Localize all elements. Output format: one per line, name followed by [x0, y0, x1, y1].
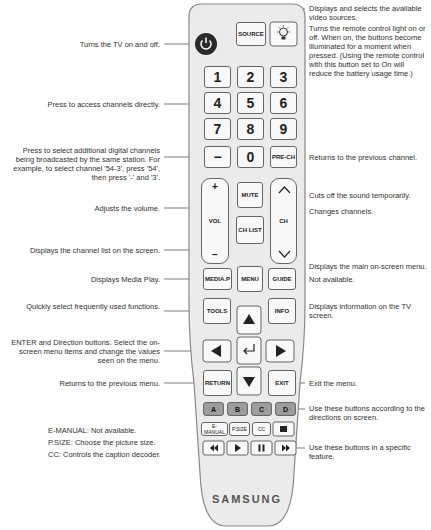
remote-button: 1	[204, 66, 231, 88]
callout-text: Displays information on the TV screen.	[309, 302, 428, 320]
remote-button: D	[275, 402, 296, 416]
remote-button: 7	[204, 118, 231, 140]
button-label: 2	[247, 69, 255, 85]
button-label: 8	[247, 121, 255, 137]
remote-button: 6	[270, 92, 297, 114]
button-label: E-MANUAL	[202, 423, 227, 435]
callout-text: Displays and selects the available video…	[309, 4, 428, 22]
callout-text: Quickly select frequently used functions…	[5, 302, 160, 311]
brand-name: SAMSUNG	[188, 493, 306, 505]
remote-button: CC	[252, 422, 271, 436]
remote-button: 3	[270, 66, 297, 88]
button-label: CH	[279, 218, 288, 225]
button-label: C	[259, 406, 264, 413]
remote-button: GUIDE	[268, 268, 296, 290]
callout-text: Returns to the previous menu.	[5, 379, 160, 388]
button-label: −	[212, 250, 218, 260]
remote-button: 8	[237, 118, 264, 140]
remote-button: CH LIST	[236, 216, 263, 244]
remote-button: MENU	[237, 266, 263, 292]
remote-button: + VOL −	[201, 178, 229, 264]
callout-text: P.SIZE: Choose the picture size.	[48, 438, 196, 447]
callout-text: Exit the menu.	[309, 379, 428, 388]
button-label: CC	[258, 426, 265, 432]
remote-button: RETURN	[203, 370, 232, 396]
remote-button: −	[204, 146, 231, 168]
button-label: D	[283, 406, 288, 413]
button-label: B	[235, 406, 240, 413]
callout-text: Turns the remote control light on or off…	[309, 24, 428, 78]
button-label: 4	[214, 95, 222, 111]
callout-text: Adjusts the volume.	[5, 204, 160, 213]
remote-button: E-MANUAL	[201, 422, 228, 436]
remote-button: 5	[237, 92, 264, 114]
callout-text: Returns to the previous channel.	[309, 153, 428, 162]
callout-text: Changes channels.	[309, 207, 428, 216]
button-label: MENU	[241, 276, 259, 283]
callout-text: Not available.	[309, 275, 428, 284]
callout-text: Turns the TV on and off.	[5, 40, 160, 49]
button-label: 0	[247, 149, 255, 165]
remote-button: EXIT	[268, 370, 296, 396]
remote-button: 4	[204, 92, 231, 114]
remote-button: A	[203, 402, 224, 416]
button-label: P.SIZE	[232, 426, 247, 432]
button-label: 5	[247, 95, 255, 111]
button-label: MUTE	[242, 192, 259, 199]
button-label: INFO	[275, 308, 289, 315]
remote-button: CH	[270, 178, 297, 264]
remote-button: P.SIZE	[229, 422, 250, 436]
remote-button: MEDIA.P	[203, 268, 232, 290]
button-label: 7	[214, 121, 222, 137]
button-label: −	[213, 149, 221, 165]
callout-text: Use these buttons according to the direc…	[309, 404, 428, 422]
leader-line	[297, 448, 305, 449]
remote-button: 0	[237, 146, 264, 168]
button-label: 9	[280, 121, 288, 137]
callout-text: Use these buttons in a specific feature.	[309, 443, 428, 461]
button-label: PRE-CH	[272, 154, 295, 161]
button-label: A	[211, 406, 216, 413]
callout-text: Displays the main on-screen menu.	[309, 262, 428, 271]
callout-text: CC: Controls the caption decoder.	[48, 450, 196, 459]
button-label: 1	[214, 69, 222, 85]
remote-button: C	[251, 402, 272, 416]
remote-button: SOURCE	[236, 22, 266, 46]
remote-button: 2	[237, 66, 264, 88]
remote-button: B	[227, 402, 248, 416]
button-label: +	[212, 182, 218, 192]
callout-text: E-MANUAL: Not available.	[48, 426, 196, 435]
button-label: GUIDE	[272, 276, 291, 283]
remote-button: TOOLS	[203, 298, 231, 324]
remote-button: 9	[270, 118, 297, 140]
callout-text: Press to access channels directly.	[5, 100, 160, 109]
button-label: RETURN	[205, 380, 230, 387]
button-label: 6	[280, 95, 288, 111]
callout-text: Displays Media Play.	[5, 275, 160, 284]
callout-text: Cuts off the sound temporarily.	[309, 191, 428, 200]
button-label: VOL	[209, 218, 221, 225]
remote-button: INFO	[268, 298, 296, 324]
button-label: EXIT	[275, 380, 288, 387]
button-label: CH LIST	[238, 227, 261, 234]
callout-text: ENTER and Direction buttons. Select the …	[5, 338, 160, 365]
remote-button: PRE-CH	[270, 146, 297, 168]
remote-button: MUTE	[237, 182, 263, 208]
callout-text: Displays the channel list on the screen.	[5, 246, 160, 255]
remote-body: SAMSUNG SOURCE 1 2 3 4 5 6 7 8 9 − 0 PRE-CH + VOL − MUTE C…	[188, 3, 306, 528]
button-label: MEDIA.P	[205, 276, 230, 283]
callout-text: Press to select additional digital chann…	[5, 146, 160, 182]
button-label: SOURCE	[238, 31, 264, 38]
button-label: 3	[280, 69, 288, 85]
button-label: TOOLS	[207, 308, 228, 315]
